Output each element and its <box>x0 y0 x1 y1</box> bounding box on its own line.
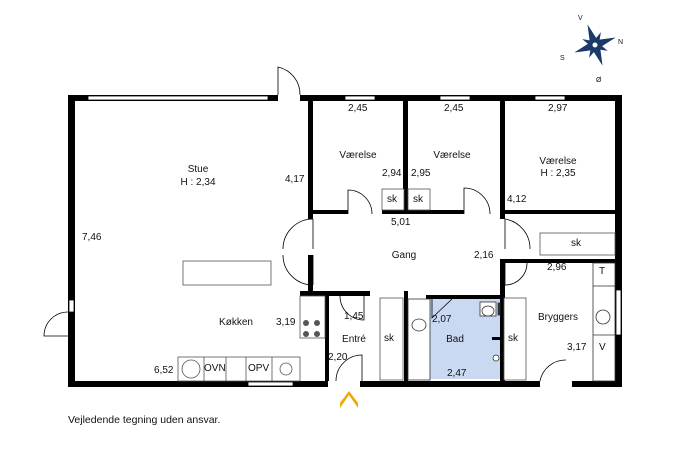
closets <box>379 188 616 381</box>
dim-bad-bottom: 2,47 <box>447 368 467 379</box>
entrance-arrow-icon <box>340 391 358 408</box>
dim-gang-right: 2,16 <box>474 250 494 261</box>
closet-label-3: sk <box>571 238 581 249</box>
closet-label-1: sk <box>387 194 397 205</box>
dim-koekken-right: 3,19 <box>276 317 296 328</box>
oven-label: OVN <box>204 363 226 374</box>
room-bryggers: Bryggers <box>537 312 579 323</box>
compass-o: Ø <box>596 77 602 84</box>
room-bad: Bad <box>446 334 464 345</box>
dim-entre-side: 2,20 <box>328 352 348 363</box>
room-vaerelse-2: Værelse <box>433 150 471 161</box>
dim-bryggers-side: 3,17 <box>567 342 587 353</box>
interior-walls <box>300 101 615 381</box>
dim-v3-depth: 4,12 <box>507 194 527 205</box>
washer-label: V <box>599 342 606 353</box>
dim-v2-depth: 2,95 <box>411 168 431 179</box>
room-vaerelse-3: Værelse <box>539 156 577 167</box>
dim-entre-top: 1,45 <box>344 311 364 322</box>
room-stue-height: H : 2,34 <box>180 177 216 188</box>
compass-n: N <box>618 39 624 46</box>
room-gang: Gang <box>391 250 417 261</box>
dim-v3-width: 2,97 <box>548 103 568 114</box>
windows <box>68 95 622 387</box>
dim-stue-height: 7,46 <box>82 232 102 243</box>
closet-label-4: sk <box>384 333 394 344</box>
dim-v2-width: 2,45 <box>444 103 464 114</box>
dim-bad-top: 2,07 <box>432 314 452 325</box>
dim-bryggers-top: 2,96 <box>547 262 567 273</box>
compass-icon <box>574 24 616 66</box>
door-swings <box>43 66 567 382</box>
bath-fixtures <box>407 298 501 381</box>
dim-stue-right: 4,17 <box>285 174 305 185</box>
dim-v1-depth: 2,94 <box>382 168 402 179</box>
disclaimer-text: Vejledende tegning uden ansvar. <box>68 414 221 426</box>
closet-label-5: sk <box>508 333 518 344</box>
room-stue: Stue <box>187 164 209 175</box>
dishwasher-label: OPV <box>248 363 270 374</box>
compass-v: V <box>578 15 583 22</box>
dryer-label: T <box>599 266 606 277</box>
kitchen-fixtures <box>177 260 326 382</box>
room-vaerelse-1: Værelse <box>339 150 377 161</box>
utility-fixtures <box>592 262 616 382</box>
room-koekken: Køkken <box>219 317 253 328</box>
dim-koekken-bottom: 6,52 <box>154 365 174 376</box>
stove-burners <box>303 320 320 337</box>
dim-v1-width: 2,45 <box>348 103 368 114</box>
compass-s: S <box>560 55 565 62</box>
closet-label-2: sk <box>413 194 423 205</box>
room-vaerelse-3-height: H : 2,35 <box>540 168 576 179</box>
room-entre: Entré <box>342 334 366 345</box>
dim-gang-len: 5,01 <box>391 217 411 228</box>
